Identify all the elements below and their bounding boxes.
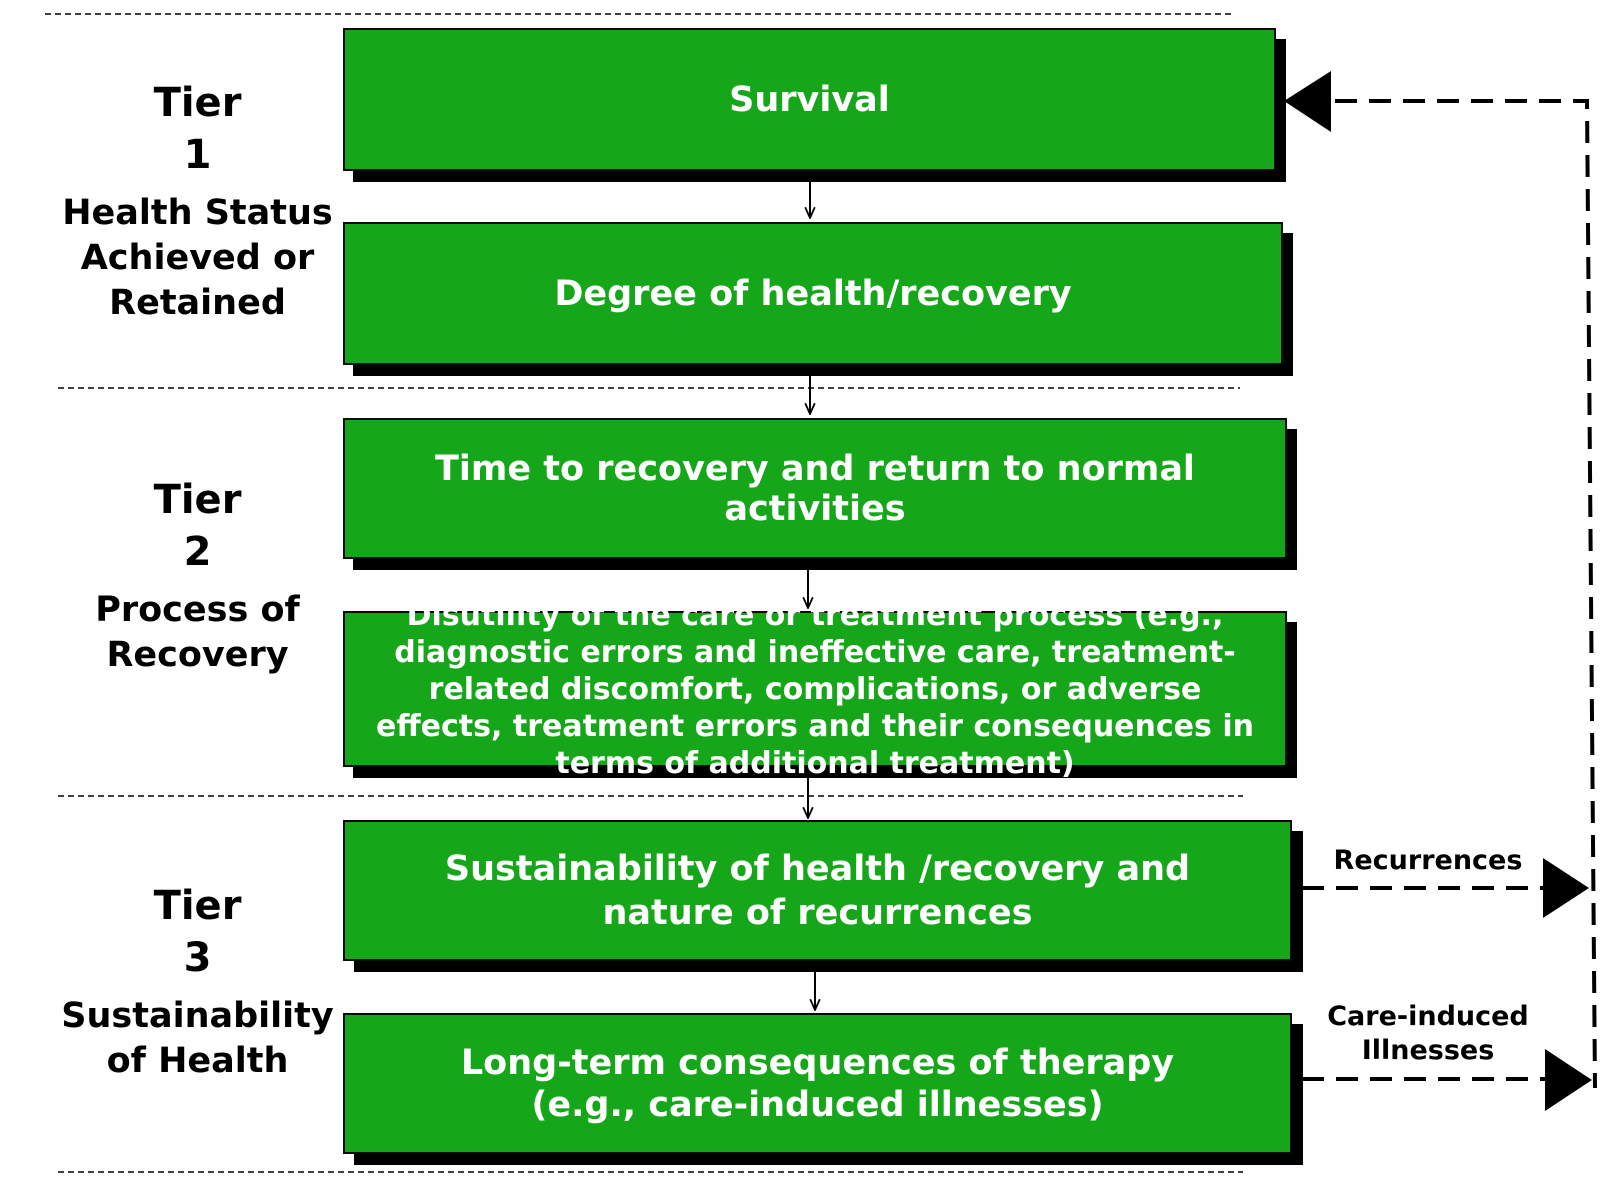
tier-1-description: Health Status Achieved or Retained [62,193,333,323]
tier-1-number: 1 [183,132,212,178]
box-disutility-text: Disutility of the care or treatment proc… [376,597,1254,781]
box-survival: Survival [343,28,1286,182]
box-sustainability: Sustainability of health /recovery and n… [343,820,1303,972]
tier-1-title: Tier [153,80,242,126]
care-induced-label: Care-induced Illnesses [1327,1001,1529,1066]
care-induced-arrowhead [1545,1049,1592,1111]
box-time-body: Time to recovery and return to normal ac… [343,418,1287,559]
box-degree-body: Degree of health/recovery [343,222,1283,365]
box-degree-text: Degree of health/recovery [554,273,1072,314]
box-time-text: Time to recovery and return to normal ac… [435,448,1195,529]
tier-2-description: Process of Recovery [95,590,300,675]
tier-3-label: Tier 3 Sustainability of Health [60,880,335,1084]
tier-2-title: Tier [153,477,242,523]
feedback-loop-line [1335,99,1597,1089]
tier-2-number: 2 [183,529,212,575]
box-sustainability-body: Sustainability of health /recovery and n… [343,820,1292,961]
tier-1-label: Tier 1 Health Status Achieved or Retaine… [60,77,335,326]
box-survival-body: Survival [343,28,1276,171]
box-long-term-body: Long-term consequences of therapy (e.g.,… [343,1013,1292,1154]
feedback-arrowhead-survival [1284,71,1331,132]
tier-3-description: Sustainability of Health [61,996,334,1081]
box-long-term-text: Long-term consequences of therapy (e.g.,… [460,1042,1175,1125]
tier-3-number: 3 [183,935,212,981]
recurrences-label: Recurrences [1333,845,1523,876]
box-survival-text: Survival [729,79,890,120]
box-degree-of-health: Degree of health/recovery [343,222,1293,376]
box-disutility: Disutility of the care or treatment proc… [343,598,1297,781]
tier-2-label: Tier 2 Process of Recovery [60,474,335,678]
box-time-to-recovery: Time to recovery and return to normal ac… [343,418,1297,570]
box-disutility-body: Disutility of the care or treatment proc… [343,598,1287,781]
box-sustainability-text: Sustainability of health /recovery and n… [444,848,1191,933]
recurrences-arrowhead [1543,858,1589,918]
tier-3-title: Tier [153,883,242,929]
box-long-term: Long-term consequences of therapy (e.g.,… [343,1013,1303,1165]
